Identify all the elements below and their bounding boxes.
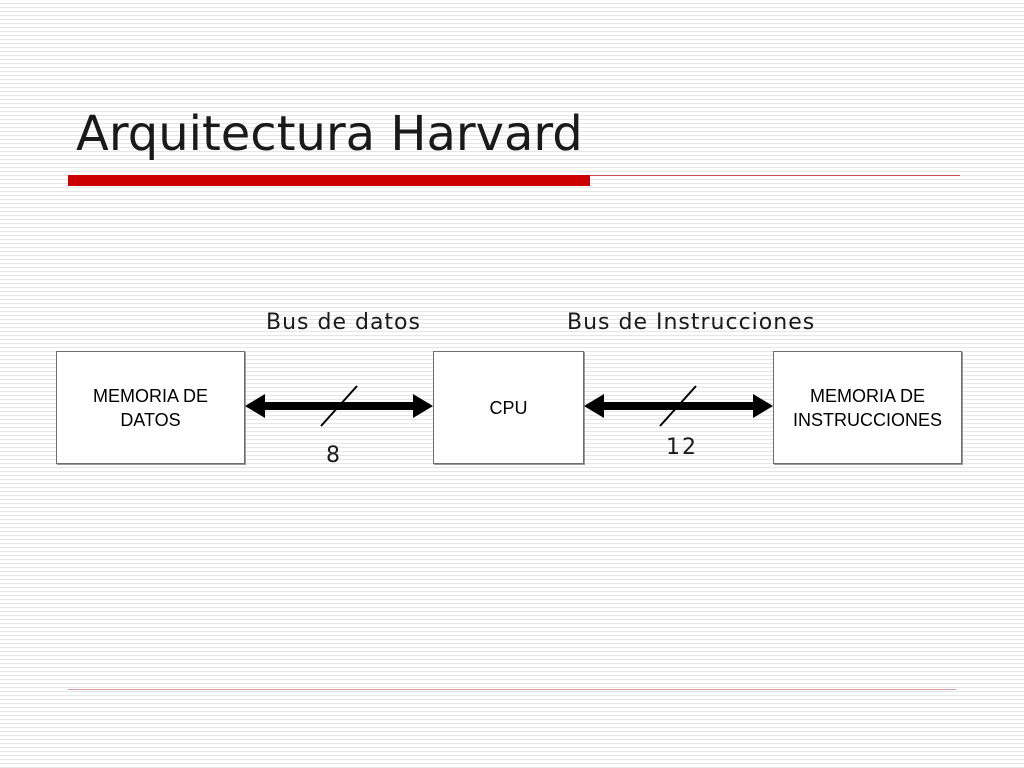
instruction-bus-arrow — [584, 385, 773, 427]
footer-rule — [68, 689, 956, 690]
cpu-label: CPU — [489, 397, 528, 418]
data-memory-label: MEMORIA DE DATOS — [92, 385, 208, 430]
data-bus-label: Bus de datos — [266, 310, 421, 335]
title-underline-rule — [590, 175, 960, 176]
data-memory-block: MEMORIA DE DATOS — [56, 351, 245, 464]
data-bus-width: 8 — [326, 443, 342, 468]
slide-title: Arquitectura Harvard — [76, 106, 583, 162]
instruction-bus-width-slash — [659, 385, 697, 427]
data-bus-arrow — [245, 385, 433, 427]
instruction-bus-width: 12 — [666, 435, 698, 460]
instruction-memory-block: MEMORIA DE INSTRUCCIONES — [773, 351, 962, 464]
cpu-block: CPU — [433, 351, 584, 464]
data-bus-width-slash — [320, 385, 358, 427]
instruction-bus-label: Bus de Instrucciones — [567, 310, 816, 335]
title-underline-accent — [68, 175, 590, 186]
instruction-memory-label: MEMORIA DE INSTRUCCIONES — [792, 385, 942, 430]
